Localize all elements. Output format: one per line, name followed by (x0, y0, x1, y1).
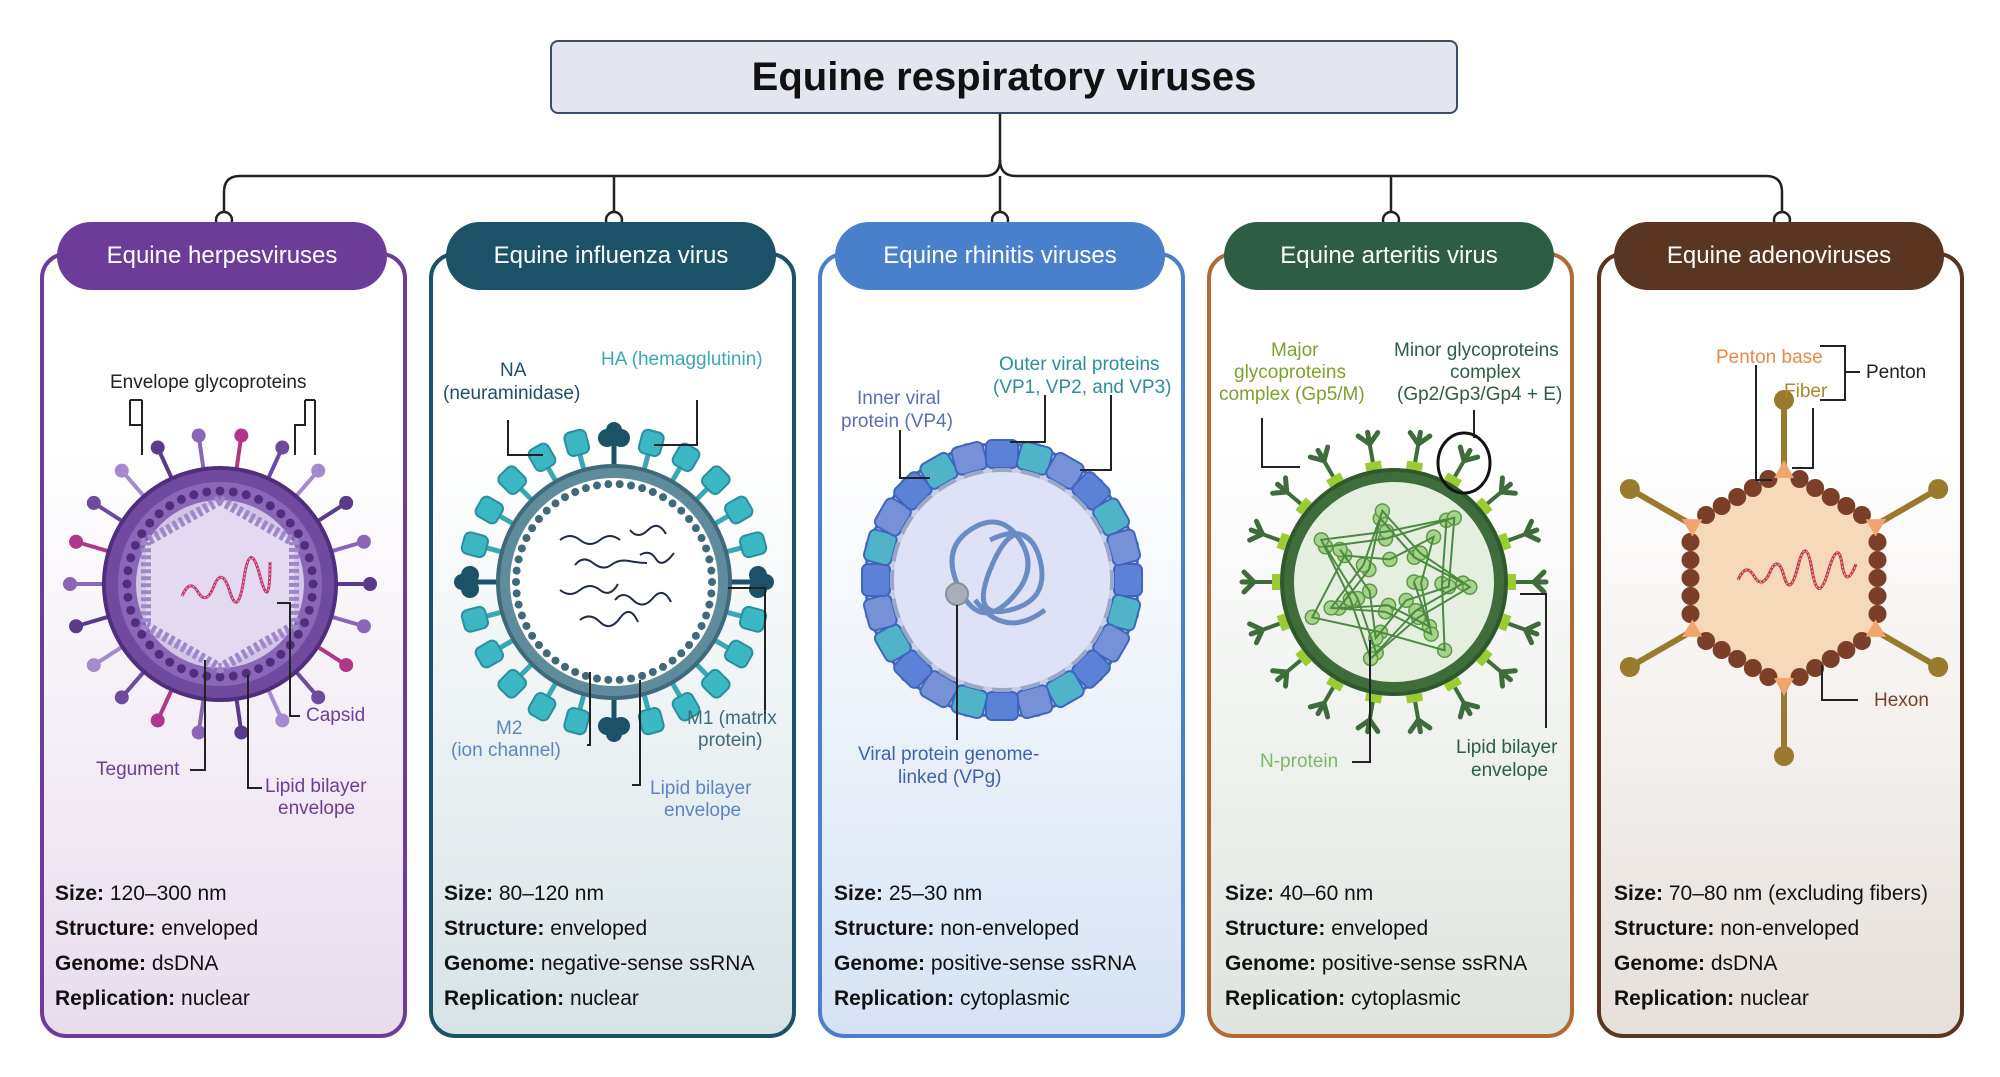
adeno-label-penton-base: Penton base (1716, 347, 1823, 368)
rhinitis-structure: non-enveloped (940, 917, 1080, 940)
adeno-replication: nuclear (1740, 987, 1809, 1010)
herpes-label-lipid-2: envelope (278, 798, 356, 819)
adeno-label-fiber: Fiber (1784, 381, 1828, 402)
influenza-label-ha: HA (hemagglutinin) (601, 349, 763, 370)
influenza-genome: negative-sense ssRNA (540, 952, 755, 975)
herpes-glycoproteins (63, 428, 377, 740)
rhinitis-label-outer: Outer viral proteins (999, 354, 1160, 375)
influenza-label-lipid: Lipid bilayer (650, 778, 752, 799)
influenza-structure: enveloped (550, 917, 648, 940)
arteritis-label-major-3: complex (Gp5/M) (1219, 384, 1365, 405)
rhinitis-rna (949, 519, 1047, 626)
influenza-label-m2-2: (ion channel) (451, 740, 561, 761)
adeno-label-penton: Penton (1866, 362, 1927, 383)
adeno-structure: non-enveloped (1720, 917, 1860, 940)
minor-glyco-circle (1436, 431, 1492, 495)
rhinitis-replication: cytoplasmic (960, 987, 1070, 1010)
influenza-replication: nuclear (570, 987, 639, 1010)
arteritis-structure: enveloped (1331, 917, 1429, 940)
rhinitis-title: Equine rhinitis viruses (835, 222, 1165, 290)
rhinitis-label-vpg-2: linked (VPg) (898, 767, 1002, 788)
arteritis-title: Equine arteritis virus (1224, 222, 1554, 290)
arteritis-label-nprotein: N-protein (1260, 751, 1339, 772)
herpes-label-glyco: Envelope glycoproteins (110, 372, 307, 393)
adeno-title: Equine adenoviruses (1614, 222, 1944, 290)
influenza-label-m1: M1 (matrix (687, 708, 777, 729)
arteritis-replication: cytoplasmic (1351, 987, 1461, 1010)
influenza-label-na-2: (neuraminidase) (443, 383, 581, 404)
rhinitis-label-vp4-2: protein (VP4) (841, 411, 953, 432)
herpes-capsid (141, 494, 299, 674)
herpes-genome: dsDNA (151, 952, 219, 975)
arteritis-label-minor: Minor glycoproteins (1394, 340, 1559, 361)
adeno-genome: dsDNA (1710, 952, 1778, 975)
arteritis-label-minor-3: (Gp2/Gp3/Gp4 + E) (1397, 384, 1563, 405)
herpes-label-tegument: Tegument (96, 759, 180, 780)
influenza-label-na: NA (500, 360, 527, 381)
herpes-replication: nuclear (181, 987, 250, 1010)
arteritis-label-lipid-2: envelope (1471, 760, 1549, 781)
influenza-label-m1-2: protein) (698, 730, 763, 751)
influenza-label-lipid-2: envelope (664, 800, 742, 821)
herpes-label-capsid: Capsid (306, 705, 366, 726)
diagram-title: Equine respiratory viruses (550, 40, 1458, 114)
arteritis-label-minor-2: complex (1450, 362, 1521, 383)
influenza-title: Equine influenza virus (446, 222, 776, 290)
arteritis-size: 40–60 nm (1279, 882, 1374, 905)
rhinitis-size: 25–30 nm (888, 882, 983, 905)
arteritis-label-major-2: glycoproteins (1234, 362, 1346, 383)
influenza-label-m2: M2 (496, 718, 523, 739)
connector-tree (214, 114, 1792, 230)
herpes-info: Size: 120–300 nm Structure: enveloped Ge… (55, 882, 259, 1010)
arteritis-label-lipid: Lipid bilayer (1456, 737, 1558, 758)
herpes-structure: enveloped (161, 917, 259, 940)
rhinitis-info: Size: 25–30 nm Structure: non-enveloped … (834, 882, 1137, 1010)
influenza-info: Size: 80–120 nm Structure: enveloped Gen… (444, 882, 755, 1010)
herpes-label-lipid-1: Lipid bilayer (265, 776, 367, 797)
rhinitis-genome: positive-sense ssRNA (930, 952, 1137, 975)
arteritis-info: Size: 40–60 nm Structure: enveloped Geno… (1225, 882, 1528, 1010)
influenza-size: 80–120 nm (498, 882, 604, 905)
influenza-rna (559, 524, 675, 628)
adeno-info: Size: 70–80 nm (excluding fibers) Struct… (1614, 882, 1928, 1010)
rhinitis-label-outer-2: (VP1, VP2, and VP3) (993, 377, 1172, 398)
adeno-label-hexon: Hexon (1874, 690, 1929, 711)
rhinitis-label-vp4: Inner viral (857, 388, 941, 409)
rhinitis-label-vpg: Viral protein genome- (858, 744, 1040, 765)
herpes-title: Equine herpesviruses (57, 222, 387, 290)
herpes-size: 120–300 nm (109, 882, 227, 905)
adeno-size: 70–80 nm (excluding fibers) (1668, 882, 1928, 905)
arteritis-label-major: Major (1271, 340, 1319, 361)
arteritis-genome: positive-sense ssRNA (1321, 952, 1528, 975)
